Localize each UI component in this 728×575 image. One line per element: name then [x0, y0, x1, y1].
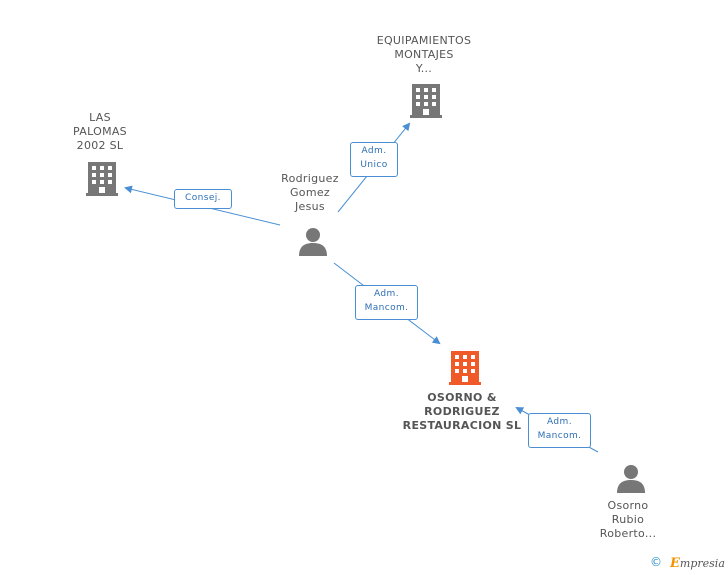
edge-label-line: Unico — [360, 160, 388, 170]
label-line: MONTAJES — [394, 48, 454, 61]
edge-label-line: Adm. — [374, 289, 399, 299]
building-icon[interactable] — [410, 84, 442, 118]
building-icon[interactable] — [86, 162, 118, 196]
label-line: Y... — [415, 62, 433, 75]
person-icon[interactable] — [616, 464, 646, 494]
label-line: Osorno — [607, 499, 649, 512]
label-line: Jesus — [295, 200, 325, 213]
empresia-logo[interactable]: Empresia — [670, 556, 725, 571]
label-line: PALOMAS — [73, 125, 127, 138]
brand-rest: mpresia — [679, 557, 725, 570]
label-line: Rubio — [611, 513, 645, 526]
label-line: OSORNO & — [427, 391, 497, 404]
edge-label-line: Consej. — [185, 193, 221, 203]
person-label-rodriguez[interactable]: Rodriguez Gomez Jesus — [262, 172, 358, 214]
edge-label-line: Adm. — [547, 417, 572, 427]
label-line: RESTAURACION SL — [402, 419, 522, 432]
copyright-icon: © — [650, 555, 662, 569]
label-line: LAS — [89, 111, 111, 124]
person-icon[interactable] — [298, 227, 328, 257]
company-label-las-palomas[interactable]: LAS PALOMAS 2002 SL — [58, 111, 142, 153]
label-line: Rodriguez — [281, 172, 339, 185]
label-line: RODRIGUEZ — [424, 405, 500, 418]
label-line: Gomez — [289, 186, 330, 199]
edge-label-line: Mancom. — [537, 431, 582, 441]
brand-initial: E — [670, 556, 680, 571]
company-label-equipamientos[interactable]: EQUIPAMIENTOS MONTAJES Y... — [364, 34, 484, 76]
edge-label-adm-mancom[interactable]: Adm. Mancom. — [355, 285, 418, 320]
edge-label-line: Mancom. — [364, 303, 409, 313]
edge-label-consej[interactable]: Consej. — [174, 189, 232, 209]
edge-label-line: Adm. — [361, 146, 387, 156]
edge-label-adm-unico[interactable]: Adm. Unico — [350, 142, 398, 177]
label-line: 2002 SL — [76, 139, 124, 152]
building-icon[interactable] — [449, 351, 481, 385]
person-label-osorno-rubio[interactable]: Osorno Rubio Roberto... — [586, 499, 670, 541]
label-line: Roberto... — [599, 527, 657, 540]
company-label-osorno-rodriguez[interactable]: OSORNO & RODRIGUEZ RESTAURACION SL — [392, 391, 532, 433]
edge-label-adm-mancom[interactable]: Adm. Mancom. — [528, 413, 591, 448]
label-line: EQUIPAMIENTOS — [376, 34, 472, 47]
